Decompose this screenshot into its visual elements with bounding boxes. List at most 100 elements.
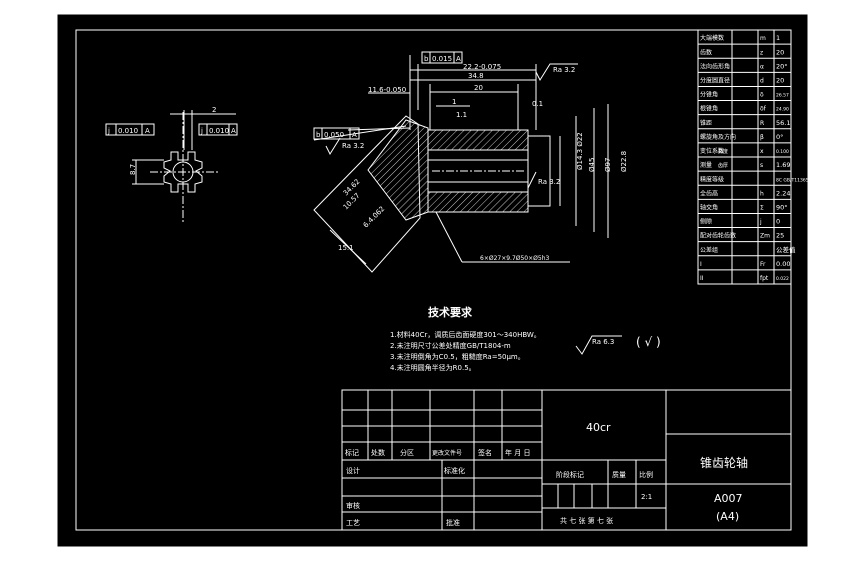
gear-param-symbol: x	[760, 148, 764, 155]
frame-top-datum: A	[456, 55, 461, 63]
gear-param-value: 1.69	[776, 161, 790, 169]
gear-param-name: 齿数	[700, 48, 712, 56]
requirement-3: 3.未注明倒角为C0.5，粗糙度Ra=50μm。	[390, 352, 525, 361]
gear-param-value: 20	[776, 76, 784, 84]
gear-param-symbol: Zm	[760, 233, 770, 240]
part-name: 锥齿轮轴	[700, 455, 748, 470]
dim-22: 22.2-0.075	[463, 63, 501, 71]
gear-param-symbol: Σ	[760, 204, 764, 211]
gear-param-sub: 齿厚	[718, 163, 728, 169]
gear-param-value: 2.24	[776, 189, 790, 197]
gear-param-symbol: fpt	[760, 275, 769, 282]
gear-param-name: 轴交角	[700, 203, 718, 211]
drawing-sheet	[56, 13, 809, 548]
tolerance-frame-left	[105, 123, 155, 136]
gear-param-value: 20	[776, 48, 784, 56]
dim-11: 11.6-0.050	[368, 86, 406, 94]
gear-param-symbol: δ	[760, 92, 764, 99]
label-design: 设计	[346, 466, 360, 475]
requirement-2: 2.未注明尺寸公差处精度GB/T1804-m	[390, 341, 511, 350]
width-dim-label: 2	[212, 106, 216, 114]
rev-header-date: 年 月 日	[505, 448, 530, 457]
dim-15: 15.1	[338, 244, 354, 252]
gear-param-value: 56.1	[776, 119, 790, 127]
tol-symbol-2: j	[200, 127, 203, 135]
rev-header-zone: 分区	[400, 448, 414, 457]
frame-left-sym: b	[316, 131, 321, 139]
gear-param-symbol: s	[760, 162, 763, 169]
scale-value: 2:1	[641, 493, 652, 501]
gear-param-symbol: R	[760, 120, 764, 127]
shaft-end	[527, 135, 551, 207]
gear-param-name: 锥距	[700, 119, 712, 127]
frame-top-sym: b	[424, 55, 429, 63]
gear-param-symbol: m	[760, 35, 766, 42]
gear-param-value: 8C GB/T11365	[776, 177, 809, 183]
gear-param-name: 大端模数	[700, 34, 724, 42]
gear-param-value: 0.00	[776, 260, 790, 268]
roughness-right: Ra 3.2	[538, 178, 560, 186]
requirement-1: 1.材料40Cr，调质后齿面硬度301～340HBW。	[390, 330, 541, 339]
gear-param-value: 1	[776, 34, 780, 42]
gear-param-name: 法向齿形角	[700, 62, 730, 70]
gear-param-symbol: α	[760, 63, 764, 70]
label-weight: 质量	[612, 470, 626, 479]
gear-param-symbol: h	[760, 190, 764, 197]
title-block-text: 40cr 锥齿轮轴 A007 (A4) 标记 处数 分区 更改文件号 签名 年 …	[345, 421, 748, 527]
label-standardization: 标准化	[444, 466, 465, 475]
dia-14: Ø14.3 Ø22	[576, 132, 584, 170]
roughness-top: Ra 3.2	[553, 66, 575, 74]
drawing-number: A007	[714, 492, 743, 505]
material: 40cr	[586, 421, 611, 434]
roughness-value: Ra 6.3	[592, 338, 614, 346]
gear-param-symbol: z	[760, 49, 763, 56]
gear-param-name: 分度圆直径	[700, 76, 730, 84]
gear-param-name: 测量	[700, 161, 712, 169]
tol-datum-2: A	[231, 127, 236, 135]
label-approve: 批准	[446, 518, 460, 527]
gear-param-value: 0.022	[776, 276, 789, 282]
gear-param-name: 螺旋角及方向	[700, 133, 736, 141]
tol-value: 0.010	[118, 127, 138, 135]
gear-param-value: 0	[776, 218, 780, 226]
requirement-4: 4.未注明圆角半径为R0.5。	[390, 363, 476, 372]
roughness-other: ( √ )	[636, 335, 661, 349]
requirements-title: 技术要求	[428, 305, 473, 319]
dia-45: Ø45	[588, 158, 596, 172]
gear-param-value: 90°	[776, 203, 788, 211]
rev-header-count: 处数	[371, 448, 385, 457]
gear-param-name: 侧隙	[700, 218, 712, 226]
dim-1: 1	[452, 98, 456, 106]
sheet-info: 共 七 张 第 七 张	[560, 516, 613, 525]
gear-param-symbol: Fr	[760, 261, 766, 268]
frame-top	[421, 51, 463, 64]
frame-left-val: 0.050	[324, 131, 344, 139]
gear-param-value: 0.100	[776, 149, 789, 155]
spline-profile	[163, 151, 203, 193]
side-view: j 0.010 A j 0.010 A 2 8.7	[105, 106, 238, 222]
gear-param-value: 公差值	[776, 245, 796, 254]
sheet-format: (A4)	[716, 510, 739, 523]
frame-top-val: 0.015	[432, 55, 452, 63]
roughness-left: Ra 3.2	[342, 142, 364, 150]
height-dim-label: 8.7	[129, 164, 137, 175]
gear-param-name: II	[700, 275, 704, 282]
gear-param-value: 24.90	[776, 107, 789, 113]
title-block	[341, 389, 792, 531]
gear-param-symbol: j	[759, 219, 762, 226]
rev-header-doc: 更改文件号	[432, 449, 462, 457]
tolerance-frame-right	[198, 123, 238, 136]
dia-97: Ø97	[604, 158, 612, 172]
roughness-symbol	[575, 335, 622, 355]
label-process: 工艺	[346, 519, 360, 527]
dim-0-1: 0.1	[532, 100, 543, 108]
tol-datum: A	[145, 127, 150, 135]
gear-param-name: 根锥角	[700, 105, 718, 113]
frame-left-datum: A	[352, 131, 357, 139]
rev-header-sign: 签名	[478, 448, 492, 457]
gear-param-name: 精度等级	[700, 175, 724, 183]
gear-cone-outline	[313, 115, 421, 273]
